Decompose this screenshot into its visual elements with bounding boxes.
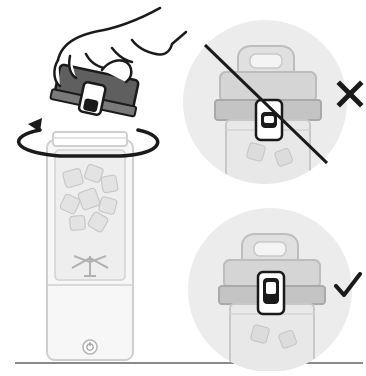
check-mark-icon — [332, 270, 364, 300]
power-button-icon — [83, 340, 97, 354]
correct-latch-icon — [188, 208, 352, 371]
incorrect-latch-icon — [183, 20, 347, 210]
cross-mark-icon — [336, 80, 364, 108]
bottle-neck — [53, 132, 127, 146]
hand-twisting-lid-icon — [54, 8, 186, 86]
blender-bottle — [47, 132, 133, 360]
